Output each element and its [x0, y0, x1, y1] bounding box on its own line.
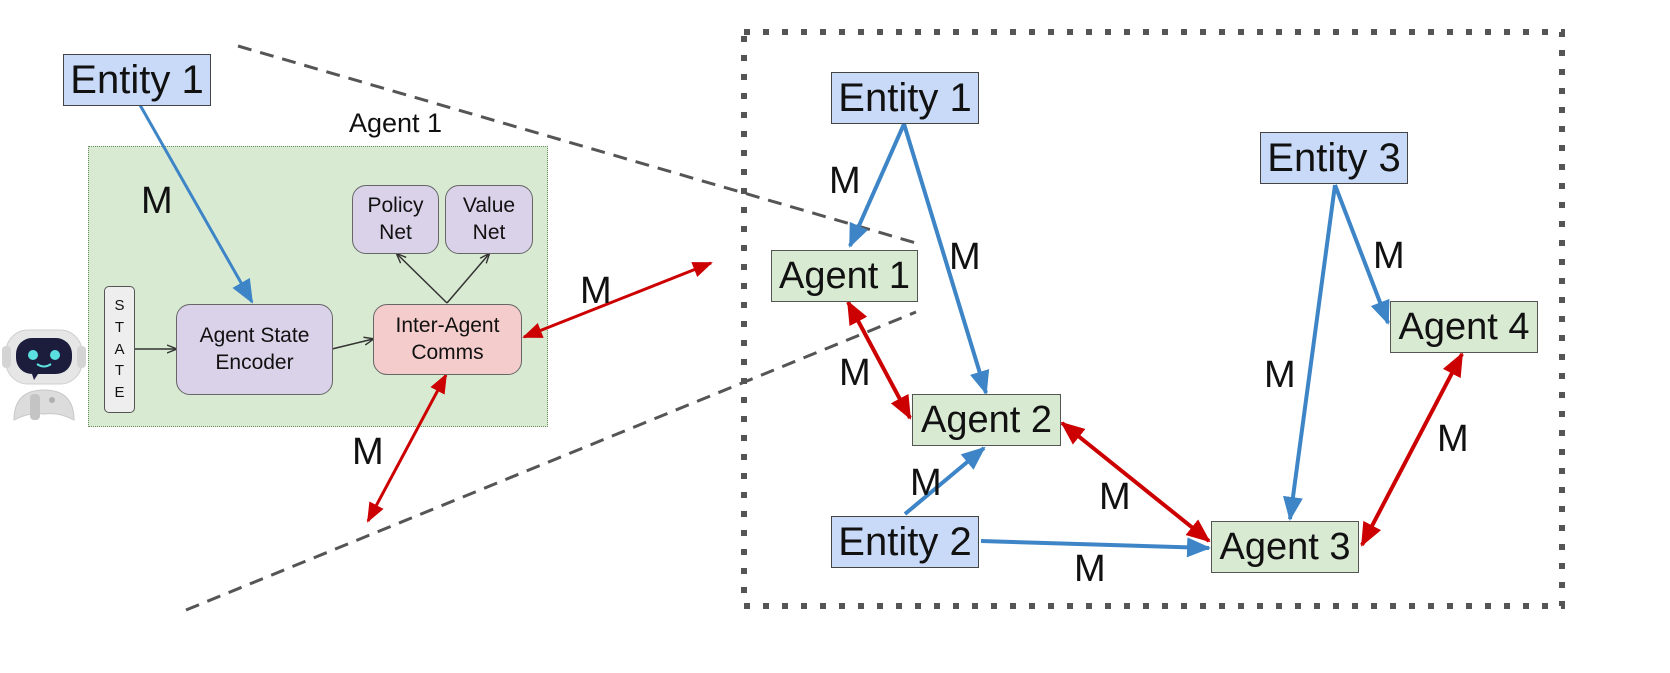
edge-label-e3-a3: M: [1264, 354, 1296, 396]
state-letter: A: [114, 340, 125, 358]
edge-e2-a3: [980, 537, 1211, 558]
detail-panel-title: Agent 1: [349, 108, 443, 138]
arrow-entity-to-encoder: [138, 104, 254, 304]
edge-label-e1-a2: M: [949, 236, 981, 278]
network-frame: [741, 29, 1565, 609]
value-net: Value Net: [445, 185, 533, 254]
edge-label-a1-a2: M: [839, 352, 871, 394]
inter-agent-comms: Inter-Agent Comms: [373, 304, 522, 375]
edge-label-a2-a3: M: [1099, 476, 1131, 518]
state-box: S T A T E: [104, 286, 135, 413]
label-m-comms-down: M: [352, 431, 384, 473]
agent-state-encoder: Agent State Encoder: [176, 304, 333, 395]
edge-e1-a2: [902, 123, 990, 395]
policy-net: Policy Net: [352, 185, 439, 254]
network-agent-2: Agent 2: [912, 394, 1061, 446]
network-entity-2: Entity 2: [831, 516, 979, 568]
state-letter: T: [114, 362, 125, 380]
state-letter: S: [114, 297, 125, 315]
edge-e2-a2: [903, 446, 986, 516]
edge-label-a3-a4: M: [1437, 418, 1469, 460]
edge-a2-a3: [1060, 421, 1211, 543]
edge-label-e1-a1: M: [829, 160, 861, 202]
state-letter: T: [114, 318, 125, 336]
zoom-line-top: [237, 44, 917, 245]
arrow-comms-right: [522, 261, 713, 339]
label-m-entity-arrow: M: [141, 180, 173, 222]
arrow-encoder-to-comms: [331, 339, 373, 350]
zoom-line-bottom: [185, 310, 917, 612]
detail-entity-1: Entity 1: [63, 54, 211, 106]
edge-label-e2-a2: M: [910, 462, 942, 504]
network-agent-1: Agent 1: [771, 250, 918, 302]
network-agent-3: Agent 3: [1211, 521, 1359, 573]
edge-e1-a1: [848, 123, 906, 248]
robot-icon: [2, 329, 86, 421]
edge-label-e3-a4: M: [1373, 235, 1405, 277]
label-m-comms-right: M: [580, 270, 612, 312]
state-letter: E: [114, 384, 125, 402]
edge-a1-a2: [846, 300, 912, 420]
network-entity-1: Entity 1: [831, 72, 979, 124]
arrow-comms-to-value: [446, 254, 489, 304]
edge-e3-a4: [1333, 184, 1390, 325]
network-entity-3: Entity 3: [1260, 132, 1408, 184]
edge-e3-a3: [1283, 184, 1337, 521]
arrow-comms-down: [366, 373, 448, 523]
arrow-comms-to-policy: [397, 254, 448, 304]
network-agent-4: Agent 4: [1390, 301, 1538, 353]
edge-a3-a4: [1360, 352, 1464, 547]
edge-label-e2-a3: M: [1074, 548, 1106, 590]
